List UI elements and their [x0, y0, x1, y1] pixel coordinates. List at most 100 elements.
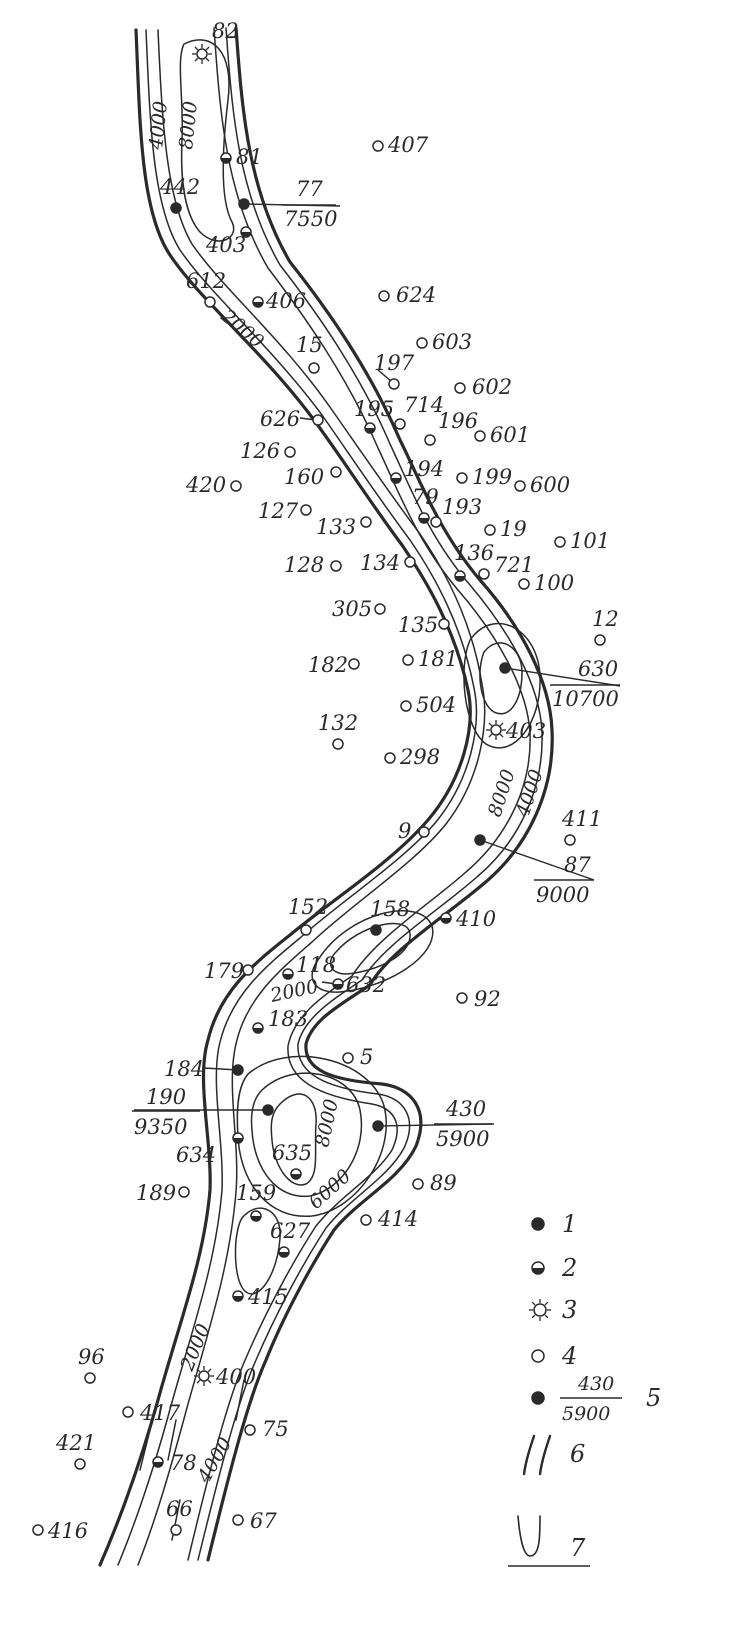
well-marker — [332, 978, 344, 990]
well-label: 127 — [258, 499, 299, 523]
legend-number: 4 — [561, 1342, 577, 1370]
well-label: 603 — [432, 330, 472, 354]
well-marker — [194, 1366, 214, 1386]
leader-630 — [504, 667, 621, 687]
legend-symbol — [531, 1261, 545, 1275]
well-label: 19 — [500, 517, 527, 541]
contour-label: 4000 — [193, 1434, 237, 1488]
well-label: 197 — [374, 351, 415, 375]
well-marker — [390, 472, 402, 484]
well-label: 411 — [561, 807, 602, 831]
fraction-bars — [132, 204, 620, 1125]
well-label: 298 — [399, 745, 440, 769]
well-value: 7550 — [284, 207, 337, 231]
well-marker — [312, 414, 324, 426]
well-marker — [232, 1514, 244, 1526]
well-marker — [178, 1186, 190, 1198]
contour-labels: 4000 8000 2000 8000 4000 2000 8000 6000 … — [145, 100, 548, 1487]
well-label: 634 — [176, 1143, 216, 1167]
isopach-line-west-1 — [117, 29, 478, 1566]
well-marker — [348, 658, 360, 670]
well-marker — [32, 1524, 44, 1536]
well-label: 132 — [318, 711, 358, 735]
well-label: 602 — [472, 375, 512, 399]
well-label: 183 — [268, 1007, 308, 1031]
well-label: 626 — [260, 407, 300, 431]
wells: 82 81 442 77 7550 403 407 612 406 624 60… — [32, 19, 619, 1543]
well-marker — [360, 1214, 372, 1226]
well-marker — [360, 516, 372, 528]
well-marker — [384, 752, 396, 764]
well-label: 92 — [474, 987, 501, 1011]
well-label: 12 — [592, 607, 619, 631]
legend-number: 5 — [646, 1384, 661, 1412]
well-marker — [474, 430, 486, 442]
isopach-line-east-2 — [187, 27, 531, 1561]
well-label: 78 — [170, 1451, 197, 1475]
well-marker — [192, 44, 212, 64]
well-marker — [284, 446, 296, 458]
well-label: 100 — [534, 571, 574, 595]
well-label: 714 — [404, 393, 444, 417]
legend-number: 6 — [570, 1440, 585, 1468]
leader-197 — [377, 369, 393, 383]
well-marker — [370, 924, 382, 936]
well-label: 420 — [185, 473, 226, 497]
well-marker — [514, 480, 526, 492]
well-marker — [230, 480, 242, 492]
well-marker — [308, 362, 320, 374]
well-label: 635 — [272, 1141, 312, 1165]
well-marker — [250, 1210, 262, 1222]
well-label: 15 — [296, 333, 323, 357]
well-label: 199 — [472, 465, 512, 489]
well-marker — [388, 378, 400, 390]
well-marker — [400, 700, 412, 712]
well-label: 179 — [204, 959, 244, 983]
well-label: 189 — [136, 1181, 176, 1205]
well-label: 195 — [354, 397, 394, 421]
well-marker — [404, 556, 416, 568]
well-value: 5900 — [436, 1127, 489, 1151]
well-label: 415 — [247, 1285, 288, 1309]
well-label: 627 — [270, 1219, 311, 1243]
well-marker — [232, 1132, 244, 1144]
well-marker — [518, 578, 530, 590]
legend-fraction-top: 430 — [577, 1373, 614, 1395]
isopach-fragment-1 — [139, 1429, 151, 1471]
well-label: 403 — [505, 719, 546, 743]
well-label: 184 — [164, 1057, 204, 1081]
well-label: 632 — [346, 973, 386, 997]
well-marker — [240, 226, 252, 238]
well-label: 159 — [236, 1181, 276, 1205]
legend-symbol — [529, 1299, 551, 1321]
isopach-loop-158-outer — [311, 910, 434, 993]
channel-east-bank — [206, 26, 554, 1562]
well-label: 196 — [438, 409, 478, 433]
well-label: 134 — [360, 551, 400, 575]
isopach-loop-630-outer — [463, 622, 541, 749]
well-label: 403 — [205, 233, 246, 257]
well-marker — [374, 603, 386, 615]
well-label: 721 — [494, 553, 534, 577]
well-label: 601 — [490, 423, 530, 447]
legend-symbol — [531, 1349, 545, 1363]
isopach-loop-south-inner — [270, 1093, 317, 1186]
well-marker — [478, 568, 490, 580]
well-label: 9 — [398, 819, 411, 843]
well-label: 87 — [564, 853, 591, 877]
well-label: 442 — [159, 175, 200, 199]
contour-label: 8000 — [175, 100, 202, 150]
well-label: 89 — [430, 1171, 457, 1195]
well-marker — [486, 720, 506, 740]
well-marker — [378, 290, 390, 302]
well-marker — [238, 198, 250, 210]
well-label: 5 — [360, 1045, 373, 1069]
legend-bank-lines-symbol — [522, 1434, 552, 1476]
isopach-fragment-2 — [167, 1419, 177, 1461]
legend-number: 2 — [561, 1254, 577, 1282]
well-marker — [330, 560, 342, 572]
well-label: 79 — [412, 485, 439, 509]
well-label: 406 — [265, 289, 306, 313]
well-label: 193 — [442, 495, 482, 519]
